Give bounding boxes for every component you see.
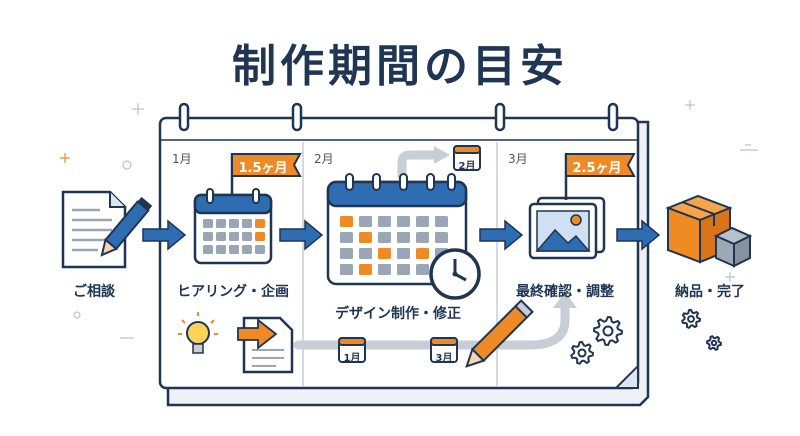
- step-label-design: デザイン制作・修正: [335, 306, 461, 322]
- month-label: 1月: [172, 152, 192, 166]
- document-arrow-icon: [237, 316, 294, 374]
- gear-icon: [570, 308, 723, 365]
- background-decorations: [60, 100, 758, 339]
- mini-calendar-icon: [338, 337, 366, 363]
- mini-calendar-label: 3月: [435, 353, 453, 364]
- calendar-icon: [326, 173, 468, 286]
- mini-calendar-label: 2月: [458, 161, 476, 172]
- pencil-icon: [100, 196, 153, 257]
- lightbulb-icon: [178, 312, 218, 354]
- top-arrow: [397, 146, 450, 181]
- document-icon: [61, 190, 153, 269]
- step-label-consultation: ご相談: [73, 284, 115, 300]
- month-label: 2月: [314, 152, 334, 166]
- step-label-hearing: ヒアリング・企画: [177, 284, 289, 300]
- month-label: 3月: [508, 152, 528, 166]
- box-icon: [665, 194, 753, 268]
- flow-arrows: [142, 219, 661, 251]
- step-label-final-check: 最終確認・調整: [516, 284, 614, 300]
- duration-flag-label: 1.5ヶ月: [238, 161, 288, 176]
- mini-calendar-icon: [430, 337, 458, 363]
- calendar-icon: [193, 188, 273, 265]
- mini-calendar-icon: [453, 145, 481, 171]
- clock-icon: [429, 248, 481, 300]
- pencil-icon: [465, 299, 534, 368]
- bottom-path: [293, 292, 577, 350]
- duration-flag-label: 2.5ヶ月: [572, 161, 622, 176]
- page-title: 制作期間の目安: [232, 41, 568, 92]
- mini-calendar-label: 1月: [343, 353, 361, 364]
- image-icon: [528, 196, 606, 260]
- step-label-delivery: 納品・完了: [675, 284, 745, 300]
- flag-2-5-months: [564, 153, 636, 200]
- flag-1-5-months: [230, 153, 302, 194]
